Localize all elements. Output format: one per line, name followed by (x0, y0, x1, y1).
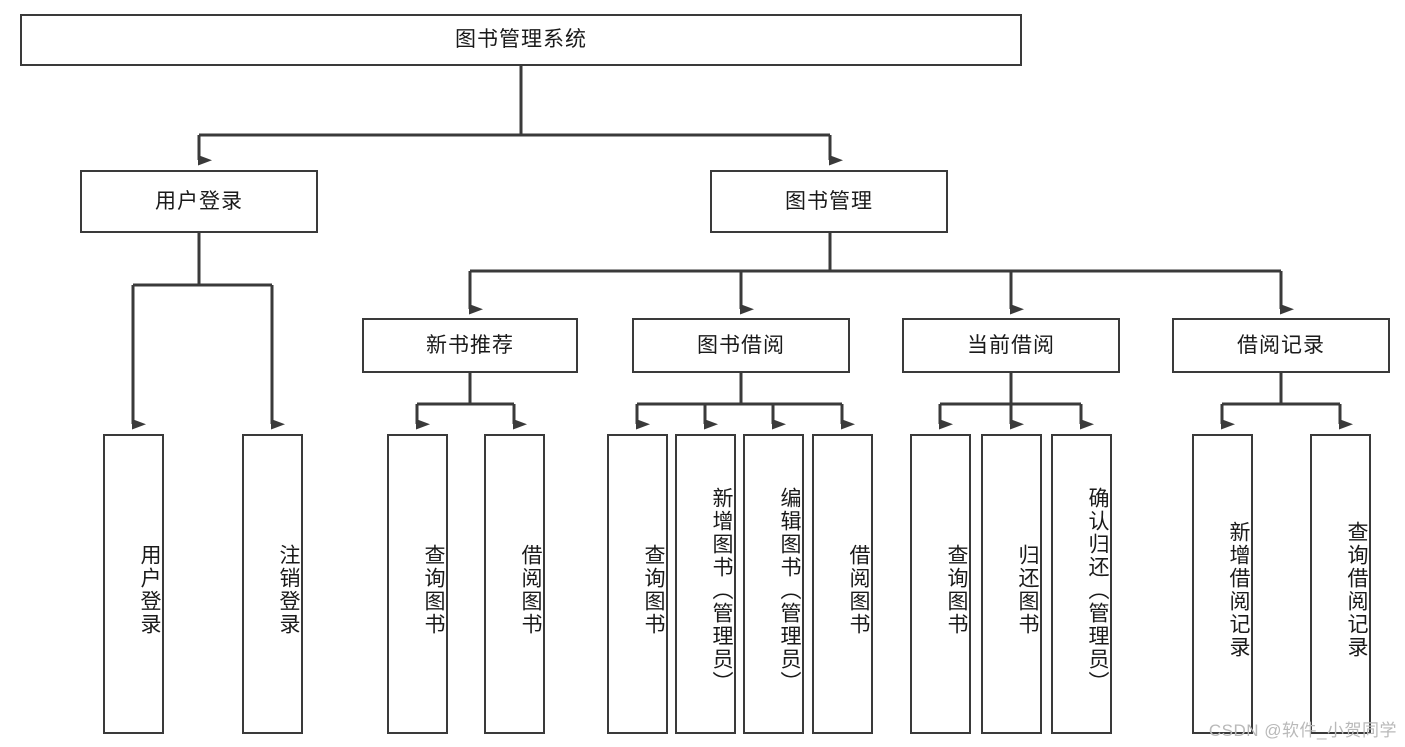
node-leaf-borrow-book[interactable]: 借阅图书 (812, 434, 873, 734)
node-root-book-management-system[interactable]: 图书管理系统 (20, 14, 1022, 66)
node-borrow-record[interactable]: 借阅记录 (1172, 318, 1390, 373)
node-leaf-add-borrow-record[interactable]: 新增借阅记录 (1192, 434, 1253, 734)
node-leaf-user-logout[interactable]: 注销登录 (242, 434, 303, 734)
node-leaf-query-book-recommend[interactable]: 查询图书 (387, 434, 448, 734)
node-label: 新增借阅记录 (1227, 521, 1250, 659)
node-book-management[interactable]: 图书管理 (710, 170, 948, 233)
node-leaf-return-book[interactable]: 归还图书 (981, 434, 1042, 734)
node-label: 查询图书 (422, 544, 445, 636)
node-label: 查询图书 (642, 544, 665, 636)
node-label: 编辑图书（管理员） (778, 486, 801, 694)
node-label: 用户登录 (138, 544, 161, 636)
node-label: 借阅图书 (847, 544, 870, 636)
node-label: 用户登录 (155, 189, 243, 213)
node-label: 归还图书 (1016, 544, 1039, 636)
node-leaf-borrow-book-recommend[interactable]: 借阅图书 (484, 434, 545, 734)
node-leaf-user-login[interactable]: 用户登录 (103, 434, 164, 734)
node-label: 借阅记录 (1237, 333, 1325, 357)
node-leaf-confirm-return[interactable]: 确认归还（管理员） (1051, 434, 1112, 734)
node-leaf-query-borrow-record[interactable]: 查询借阅记录 (1310, 434, 1371, 734)
node-leaf-query-book-current[interactable]: 查询图书 (910, 434, 971, 734)
csdn-watermark: CSDN @软件_小贺同学 (1208, 721, 1397, 740)
node-label: 查询图书 (945, 544, 968, 636)
node-label: 注销登录 (277, 544, 300, 636)
node-current-borrow[interactable]: 当前借阅 (902, 318, 1120, 373)
node-new-book-recommend[interactable]: 新书推荐 (362, 318, 578, 373)
node-book-borrow[interactable]: 图书借阅 (632, 318, 850, 373)
node-user-login[interactable]: 用户登录 (80, 170, 318, 233)
node-leaf-query-book-borrow[interactable]: 查询图书 (607, 434, 668, 734)
node-leaf-add-book[interactable]: 新增图书（管理员） (675, 434, 736, 734)
node-label: 确认归还（管理员） (1086, 486, 1109, 694)
node-label: 图书管理 (785, 189, 873, 213)
node-label: 借阅图书 (519, 544, 542, 636)
node-label: 新增图书（管理员） (710, 486, 733, 694)
node-label: 当前借阅 (967, 333, 1055, 357)
node-label: 图书借阅 (697, 333, 785, 357)
node-leaf-edit-book[interactable]: 编辑图书（管理员） (743, 434, 804, 734)
node-label: 查询借阅记录 (1345, 521, 1368, 659)
node-label: 图书管理系统 (455, 28, 587, 52)
node-label: 新书推荐 (426, 333, 514, 357)
